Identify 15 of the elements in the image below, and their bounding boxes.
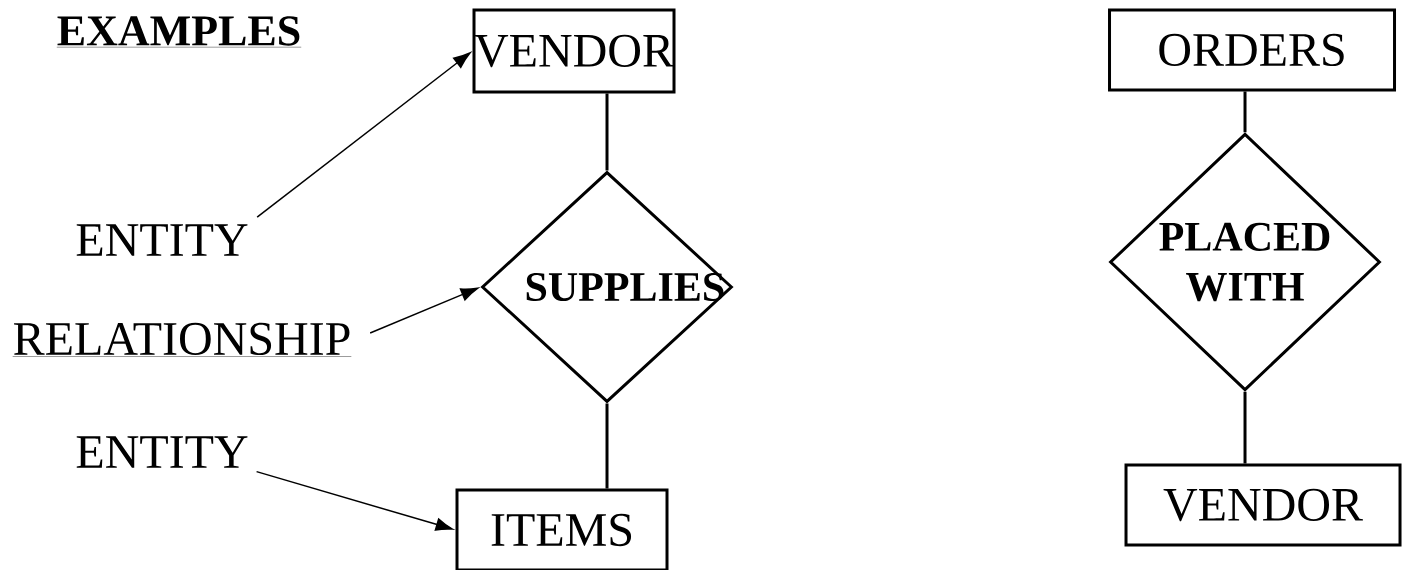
entity-box: ORDERS	[1108, 8, 1396, 92]
arrow	[256, 52, 471, 218]
connector-line	[605, 403, 609, 489]
connector-line	[1243, 391, 1247, 464]
connector-line	[605, 93, 609, 171]
entity-box: VENDOR	[1124, 463, 1402, 547]
arrow	[369, 287, 479, 334]
entity-box: ITEMS	[455, 488, 669, 570]
heading: EXAMPLES	[56, 16, 302, 48]
connector-line	[1243, 91, 1247, 133]
relationship-label: RELATIONSHIP	[12, 322, 352, 357]
entity-box: VENDOR	[472, 8, 676, 94]
entity-label: ENTITY	[76, 224, 248, 256]
arrow	[255, 470, 454, 531]
entity-label: ENTITY	[76, 436, 248, 468]
